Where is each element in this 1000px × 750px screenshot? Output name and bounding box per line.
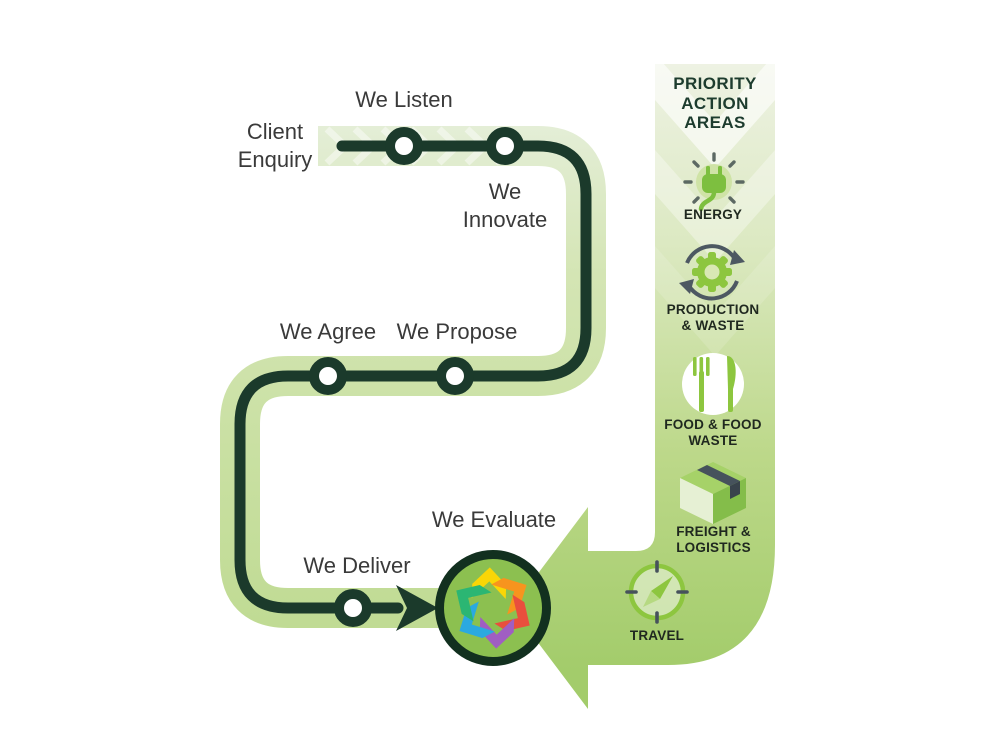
client-enquiry-label: Client Enquiry bbox=[237, 119, 313, 173]
journey-arrowhead-icon bbox=[396, 585, 438, 631]
travel-compass-icon bbox=[625, 560, 689, 624]
energy-plug-icon bbox=[683, 152, 745, 212]
travel-label: TRAVEL bbox=[629, 628, 685, 643]
energy-label: ENERGY bbox=[683, 207, 743, 222]
freight-box-icon bbox=[680, 462, 746, 524]
production-gear-icon bbox=[679, 244, 745, 301]
we-deliver-label: We Deliver bbox=[303, 553, 411, 578]
node-we-agree bbox=[309, 357, 347, 395]
priority-action-band bbox=[512, 64, 775, 709]
we-propose-label: We Propose bbox=[396, 319, 518, 344]
we-innovate-label: We Innovate bbox=[462, 179, 548, 233]
node-we-listen bbox=[385, 127, 423, 165]
node-we-deliver bbox=[334, 589, 372, 627]
node-we-innovate bbox=[486, 127, 524, 165]
production-waste-label: PRODUCTION & WASTE bbox=[666, 302, 760, 333]
journey-path bbox=[234, 140, 592, 614]
priority-action-areas-title: PRIORITY ACTION AREAS bbox=[673, 74, 757, 133]
freight-logistics-label: FREIGHT & LOGISTICS bbox=[676, 524, 751, 555]
evaluate-badge bbox=[435, 550, 551, 666]
we-agree-label: We Agree bbox=[279, 319, 377, 344]
chevron-pattern bbox=[655, 64, 775, 356]
food-waste-label: FOOD & FOOD WASTE bbox=[664, 417, 762, 448]
pinwheel-logo-icon bbox=[456, 567, 530, 649]
node-we-propose bbox=[436, 357, 474, 395]
food-plate-icon bbox=[682, 353, 744, 415]
we-listen-label: We Listen bbox=[355, 87, 453, 112]
we-evaluate-label: We Evaluate bbox=[431, 507, 557, 532]
